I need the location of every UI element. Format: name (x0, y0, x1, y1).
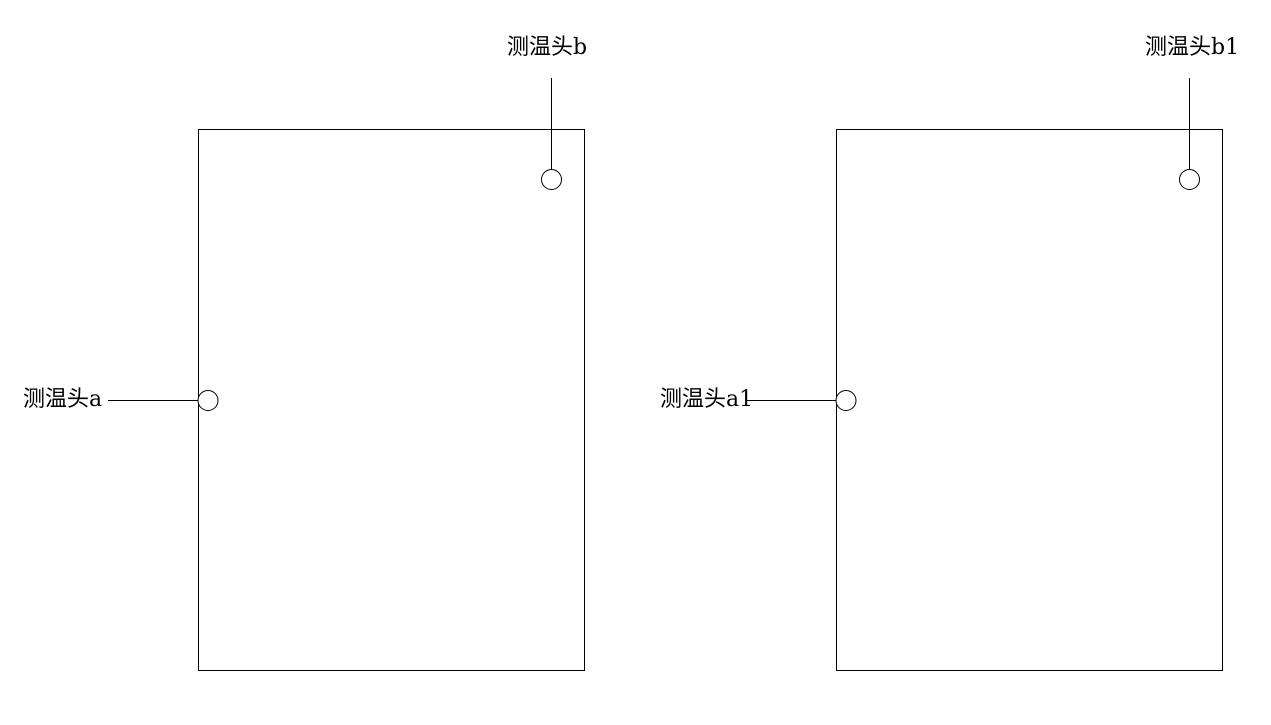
left-side-probe-icon (197, 390, 219, 411)
left-container-group: 测温头b 测温头a (23, 35, 587, 671)
right-top-probe-label: 测温头b1 (1145, 35, 1239, 60)
right-side-probe-icon (835, 390, 857, 411)
left-top-probe-label: 测温头b (507, 35, 587, 60)
right-container-box (836, 129, 1223, 671)
left-side-probe-label: 测温头a (23, 387, 102, 412)
right-side-probe-label: 测温头a1 (660, 387, 753, 412)
left-container-box (198, 129, 585, 671)
right-container-group: 测温头b1 测温头a1 (660, 35, 1239, 671)
left-top-probe-icon (541, 169, 562, 190)
right-top-probe-icon (1179, 169, 1200, 190)
